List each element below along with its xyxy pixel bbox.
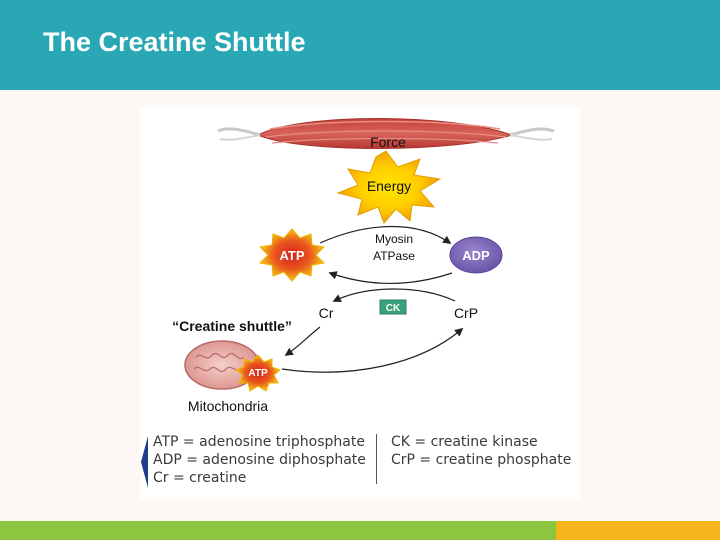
crp-label: CrP xyxy=(454,305,478,321)
abbreviation-legend: ATP = adenosine triphosphate ADP = adeno… xyxy=(140,432,580,492)
energy-label: Energy xyxy=(367,178,411,194)
legend-atp: ATP = adenosine triphosphate xyxy=(153,434,365,450)
legend-divider xyxy=(376,434,377,484)
energy-burst-icon xyxy=(336,150,442,224)
footer-bar-orange xyxy=(556,521,720,540)
enzyme-line1: Myosin xyxy=(375,232,413,246)
legend-crp: CrP = creatine phosphate xyxy=(391,452,572,468)
mito-atp-burst-icon xyxy=(234,354,281,392)
ck-badge xyxy=(379,299,407,315)
crp-to-cr-arrow xyxy=(332,288,456,302)
legend-adp: ADP = adenosine diphosphate xyxy=(153,452,366,468)
legend-ck: CK = creatine kinase xyxy=(391,434,538,450)
legend-marker-icon xyxy=(141,436,148,488)
legend-cr: Cr = creatine xyxy=(153,470,247,486)
enzyme-line2: ATPase xyxy=(373,249,415,263)
mito-to-crp-arrow xyxy=(281,327,464,373)
adp-label: ADP xyxy=(462,248,490,263)
cr-label: Cr xyxy=(319,305,334,321)
creatine-shuttle-diagram: Force Energy ATP ADP Myosin ATPase Cr Cr… xyxy=(172,118,555,414)
shuttle-label: “Creatine shuttle” xyxy=(172,318,292,334)
slide-title: The Creatine Shuttle xyxy=(43,27,306,57)
cr-to-mito-arrow xyxy=(284,326,321,356)
atp-burst-icon xyxy=(258,228,326,282)
atp-to-adp-arrow xyxy=(319,225,452,244)
mitochondria-label: Mitochondria xyxy=(188,398,268,414)
adp-to-atp-arrow xyxy=(328,271,453,285)
mito-atp-label: ATP xyxy=(248,368,268,379)
muscle-fiber xyxy=(217,118,555,149)
atp-label: ATP xyxy=(279,248,304,263)
title-bar: The Creatine Shuttle xyxy=(0,0,720,90)
adp-oval xyxy=(449,236,503,274)
figure-panel: Force Energy ATP ADP Myosin ATPase Cr Cr… xyxy=(140,107,580,500)
mitochondrion-icon xyxy=(184,340,260,390)
ck-label: CK xyxy=(386,303,401,314)
footer-bar-green xyxy=(0,521,556,540)
force-label: Force xyxy=(370,134,406,150)
